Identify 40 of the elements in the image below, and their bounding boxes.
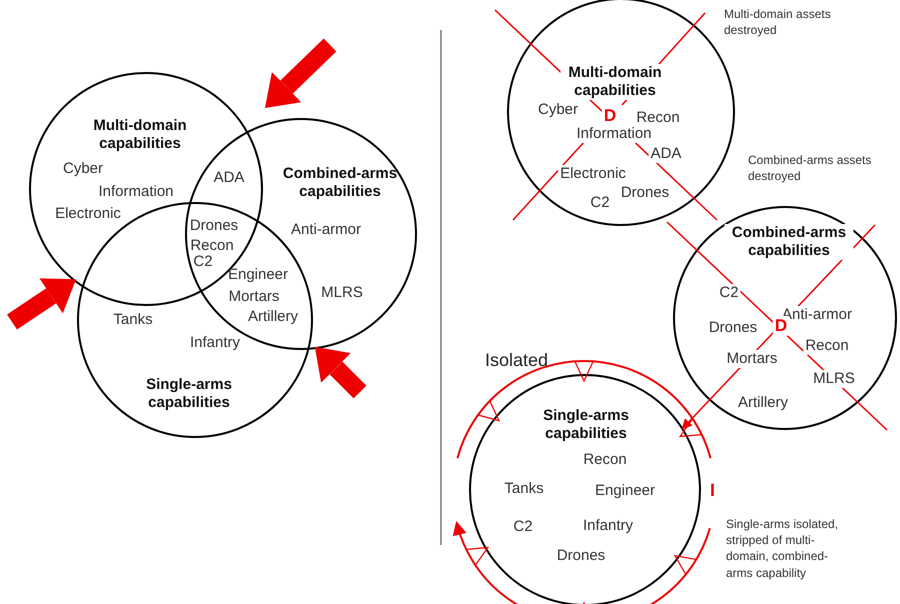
capability-text: MLRS — [811, 370, 857, 388]
capability-text: Cyber — [536, 101, 580, 119]
circle-title: Single-arms capabilities — [542, 407, 630, 443]
circle-title: Single-arms capabilities — [145, 376, 233, 412]
circle-title: Combined-arms capabilities — [724, 224, 854, 260]
capability-text: Mortars — [228, 288, 280, 306]
circle-title: Multi-domain capabilities — [92, 117, 188, 153]
capability-text: Drones — [556, 547, 606, 565]
capability-text: Cyber — [63, 160, 103, 178]
annotation-text: Multi-domain assets destroyed — [724, 6, 832, 38]
block-arrow — [314, 346, 366, 398]
capability-text: Recon — [583, 451, 627, 469]
capability-text: Tanks — [113, 311, 153, 329]
isolated-mark: I — [710, 479, 716, 502]
capability-text: ADA — [214, 169, 244, 187]
capability-text: Infantry — [190, 334, 240, 352]
block-arrow — [7, 278, 76, 330]
circle-title: Combined-arms capabilities — [282, 165, 398, 201]
capability-text: C2 — [513, 518, 533, 536]
capability-text: Drones — [190, 217, 238, 235]
capability-text: Mortars — [724, 350, 780, 368]
capability-text: Recon — [803, 337, 851, 355]
capability-text: MLRS — [321, 284, 363, 302]
capability-text: Recon — [190, 237, 234, 255]
capability-circle — [185, 118, 417, 350]
capability-text: Engineer — [594, 482, 656, 500]
block-arrow — [264, 38, 336, 108]
capability-text: Artillery — [248, 308, 298, 326]
status-label: Isolated — [485, 349, 548, 372]
capability-text: Infantry — [582, 517, 634, 535]
capability-text: ADA — [648, 145, 684, 163]
annotation-text: Single-arms isolated, stripped of multi-domain, combined-arms capability — [726, 516, 840, 581]
capability-text: Electronic — [55, 205, 121, 223]
capability-text: Information — [98, 183, 174, 201]
annotation-text: Combined-arms assets destroyed — [748, 152, 872, 184]
capability-text: Tanks — [504, 480, 544, 498]
capability-text: Anti-armor — [291, 221, 361, 239]
capability-text: C2 — [193, 253, 213, 271]
capability-text: Artillery — [736, 394, 790, 412]
capability-text: Engineer — [228, 266, 288, 284]
